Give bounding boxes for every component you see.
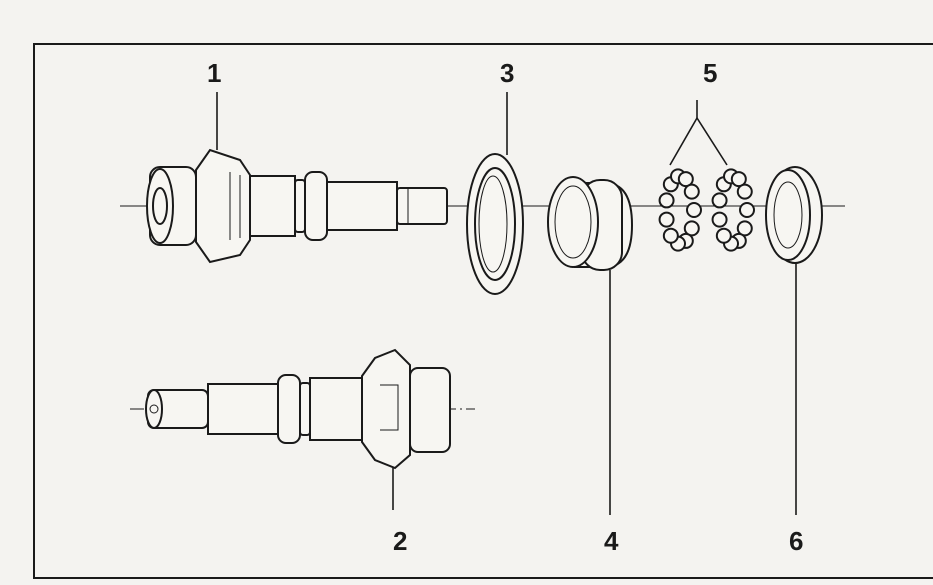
callout-label-2: 2 <box>393 526 407 556</box>
part-2-axle <box>145 348 451 470</box>
callout-5-leader <box>669 116 728 166</box>
bearing-ball <box>686 202 702 218</box>
bearing-ball <box>658 211 675 228</box>
part-5-ball-bearings <box>658 168 755 252</box>
bearing-ball <box>711 211 728 228</box>
bearing-ball <box>711 192 728 209</box>
bearing-ball <box>658 192 675 209</box>
callout-label-3: 3 <box>500 58 514 88</box>
bearing-ball <box>662 227 679 244</box>
callout-label-6: 6 <box>789 526 803 556</box>
callout-label-1: 1 <box>207 58 221 88</box>
diagram-frame <box>33 43 933 579</box>
callout-label-4: 4 <box>604 526 619 556</box>
part-1-axle <box>146 148 448 264</box>
part-3-locknut <box>466 153 524 295</box>
bearing-ball <box>683 183 700 200</box>
bearing-ball <box>730 171 747 188</box>
bearing-ball <box>739 202 755 218</box>
bearing-ball <box>683 220 700 237</box>
part-6-cup <box>765 166 823 264</box>
bearing-ball <box>715 227 732 244</box>
bearing-ball <box>736 220 753 237</box>
bearing-ball <box>677 171 694 188</box>
callout-label-5: 5 <box>703 58 717 88</box>
bearing-ball <box>736 183 753 200</box>
part-4-cone <box>547 176 634 271</box>
